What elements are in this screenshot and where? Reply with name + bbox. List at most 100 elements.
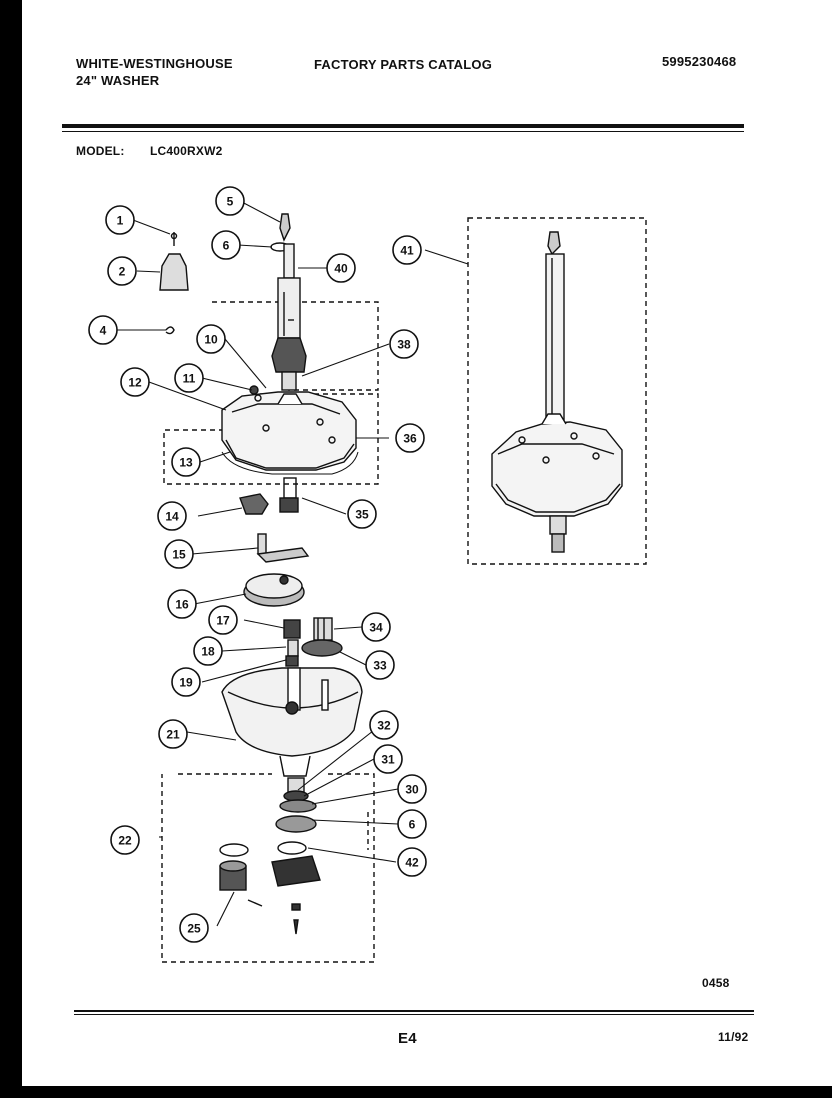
callout-circle-11 bbox=[174, 363, 204, 393]
callout-label-11: 11 bbox=[183, 372, 196, 386]
callout-label-32: 32 bbox=[377, 719, 391, 733]
part-35-pinion bbox=[279, 477, 299, 513]
group-box-36 bbox=[163, 393, 379, 485]
header-rule-thin bbox=[62, 131, 744, 132]
callout-label-16: 16 bbox=[175, 598, 189, 612]
callout-circle-14 bbox=[157, 501, 187, 531]
callout-circle-36 bbox=[395, 423, 425, 453]
callout-label-30: 30 bbox=[405, 783, 419, 797]
callout-label-17: 17 bbox=[216, 614, 230, 628]
callout-circle-42 bbox=[397, 847, 427, 877]
callout-circle-34 bbox=[361, 612, 391, 642]
callout-circle-17 bbox=[208, 605, 238, 635]
catalog-number: 5995230468 bbox=[662, 54, 737, 69]
part-4-clip bbox=[165, 326, 175, 335]
revision-date: 11/92 bbox=[718, 1030, 749, 1044]
callout-circle-10 bbox=[196, 324, 226, 354]
callout-label-34: 34 bbox=[369, 621, 383, 635]
callout-circle-38 bbox=[389, 329, 419, 359]
model-label: MODEL: bbox=[76, 144, 125, 158]
callout-label-42: 42 bbox=[405, 856, 419, 870]
callout-label-2: 2 bbox=[119, 265, 126, 279]
callout-circle-4 bbox=[88, 315, 118, 345]
part-38-seal bbox=[271, 337, 307, 391]
transmission-housing bbox=[221, 391, 357, 471]
callout-label-18: 18 bbox=[201, 645, 215, 659]
callout-circle-25 bbox=[179, 913, 209, 943]
callout-circle-31 bbox=[373, 744, 403, 774]
footer-rule-thick bbox=[74, 1010, 754, 1012]
parts-30-32-stack bbox=[279, 777, 317, 813]
callout-circle-41 bbox=[392, 235, 422, 265]
drawing-code: 0458 bbox=[702, 976, 730, 990]
part-42-ring bbox=[277, 841, 307, 855]
callout-label-41: 41 bbox=[400, 244, 414, 258]
catalog-title: FACTORY PARTS CATALOG bbox=[314, 57, 493, 72]
callout-label-13: 13 bbox=[179, 456, 193, 470]
callout-label-12: 12 bbox=[128, 376, 142, 390]
callout-label-36: 36 bbox=[403, 432, 417, 446]
catalog-page: WHITE-WESTINGHOUSE 24" WASHER FACTORY PA… bbox=[22, 0, 832, 1086]
callout-circle-32 bbox=[369, 710, 399, 740]
callout-circle-19 bbox=[171, 667, 201, 697]
callout-label-21: 21 bbox=[166, 728, 180, 742]
exploded-parts-diagram: 1245640103811123613143515161734183319213… bbox=[88, 186, 647, 963]
part-19-washer bbox=[285, 655, 299, 667]
part-2-cap bbox=[159, 253, 189, 291]
part-22-assembly bbox=[219, 843, 321, 935]
callout-circle-33 bbox=[365, 650, 395, 680]
part-18-spacer bbox=[287, 639, 299, 657]
group-box-41 bbox=[467, 217, 647, 565]
part-16-gear bbox=[243, 573, 305, 607]
part-34-gear bbox=[313, 617, 333, 641]
callout-circle-22 bbox=[110, 825, 140, 855]
leader-lines bbox=[117, 200, 469, 927]
header-rule-thick bbox=[62, 124, 744, 128]
part-5-shaft-tip bbox=[279, 213, 291, 242]
callout-label-4: 4 bbox=[100, 324, 107, 338]
part-17-pinion bbox=[283, 619, 301, 639]
callout-circle-2 bbox=[107, 256, 137, 286]
callout-circle-13 bbox=[171, 447, 201, 477]
group-box-22 bbox=[161, 773, 375, 963]
callout-label-40: 40 bbox=[334, 262, 348, 276]
callout-circle-21 bbox=[158, 719, 188, 749]
callout-circle-35 bbox=[347, 499, 377, 529]
callout-label-31: 31 bbox=[381, 753, 395, 767]
part-6-lower bbox=[275, 815, 317, 833]
callout-label-15: 15 bbox=[172, 548, 186, 562]
callout-circle-1 bbox=[105, 205, 135, 235]
brand-title: WHITE-WESTINGHOUSE bbox=[76, 56, 233, 71]
part-41-transmission-assembly bbox=[491, 231, 623, 553]
part-33-gear bbox=[301, 639, 343, 657]
callout-circle-5 bbox=[215, 186, 245, 216]
part-40-shaft bbox=[277, 243, 301, 339]
callout-label-19: 19 bbox=[179, 676, 193, 690]
callout-circle-15 bbox=[164, 539, 194, 569]
callout-circle-6 bbox=[211, 230, 241, 260]
callout-circle-18 bbox=[193, 636, 223, 666]
model-number: LC400RXW2 bbox=[150, 144, 223, 158]
page-code: E4 bbox=[398, 1030, 417, 1047]
footer-rule-thin bbox=[74, 1014, 754, 1015]
product-title: 24" WASHER bbox=[76, 73, 160, 88]
callout-label-5: 5 bbox=[227, 195, 234, 209]
callout-label-25: 25 bbox=[187, 922, 201, 936]
part-21-base bbox=[221, 667, 363, 777]
callout-circle-12 bbox=[120, 367, 150, 397]
callout-label-14: 14 bbox=[165, 510, 179, 524]
callout-circle-6 bbox=[397, 809, 427, 839]
callout-label-35: 35 bbox=[355, 508, 369, 522]
callout-label-33: 33 bbox=[373, 659, 387, 673]
callout-label-6: 6 bbox=[409, 818, 416, 832]
part-1-pin bbox=[170, 232, 178, 246]
part-15-rack bbox=[256, 533, 310, 563]
callout-label-6: 6 bbox=[223, 239, 230, 253]
part-14-bracket bbox=[239, 493, 269, 515]
callout-circle-16 bbox=[167, 589, 197, 619]
callout-label-22: 22 bbox=[118, 834, 132, 848]
callout-label-38: 38 bbox=[397, 338, 411, 352]
part-13-gasket bbox=[221, 451, 359, 475]
callout-label-10: 10 bbox=[204, 333, 218, 347]
